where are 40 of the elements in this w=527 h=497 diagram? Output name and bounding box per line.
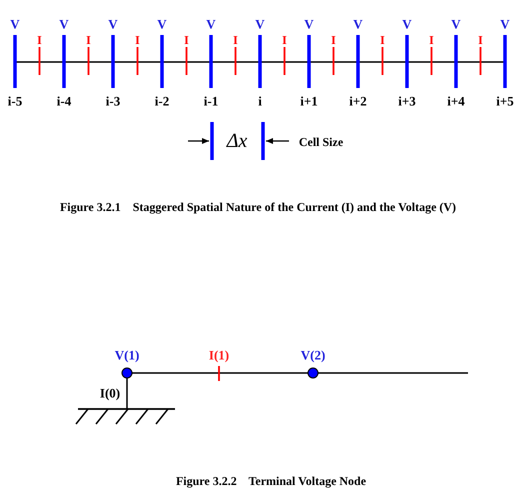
voltage-label: V	[500, 18, 510, 30]
current-label: I	[233, 34, 238, 46]
index-label: i-2	[154, 94, 170, 108]
voltage-label: V	[255, 18, 265, 30]
voltage-label: V	[304, 18, 314, 30]
node-label: V(2)	[300, 348, 326, 362]
current-label: I	[331, 34, 336, 46]
current-label: I	[184, 34, 189, 46]
index-label: i+1	[300, 94, 318, 108]
node-label: V(1)	[114, 348, 140, 362]
current-label: I(1)	[208, 348, 230, 362]
index-label: i-3	[106, 94, 120, 108]
voltage-label: V	[402, 18, 412, 30]
index-label: i+2	[349, 94, 367, 108]
current-label: I	[282, 34, 287, 46]
current-label: I	[135, 34, 140, 46]
cell-size-label: Cell Size	[298, 136, 344, 148]
figure-caption: Figure 3.2.1 Staggered Spatial Nature of the Current (I) and the Voltage (V)	[60, 201, 456, 213]
voltage-label: V	[353, 18, 363, 30]
voltage-label: V	[206, 18, 216, 30]
index-label: i+5	[496, 94, 514, 108]
current-label: I(0)	[100, 386, 120, 400]
current-label: I	[86, 34, 91, 46]
dimension-label: Δx	[226, 131, 248, 151]
current-label: I	[478, 34, 483, 46]
index-label: i+3	[398, 94, 416, 108]
current-label: I	[37, 34, 42, 46]
index-label: i+4	[447, 94, 465, 108]
voltage-label: V	[108, 18, 118, 30]
voltage-label: V	[10, 18, 20, 30]
index-label: i-5	[8, 94, 22, 108]
voltage-label: V	[157, 18, 167, 30]
current-label: I	[380, 34, 385, 46]
index-label: i-1	[204, 94, 218, 108]
voltage-label: V	[451, 18, 461, 30]
voltage-label: V	[59, 18, 69, 30]
index-label: i-4	[56, 94, 72, 108]
figure-caption: Figure 3.2.2 Terminal Voltage Node	[176, 475, 366, 487]
index-label: i	[258, 94, 262, 108]
current-label: I	[429, 34, 434, 46]
